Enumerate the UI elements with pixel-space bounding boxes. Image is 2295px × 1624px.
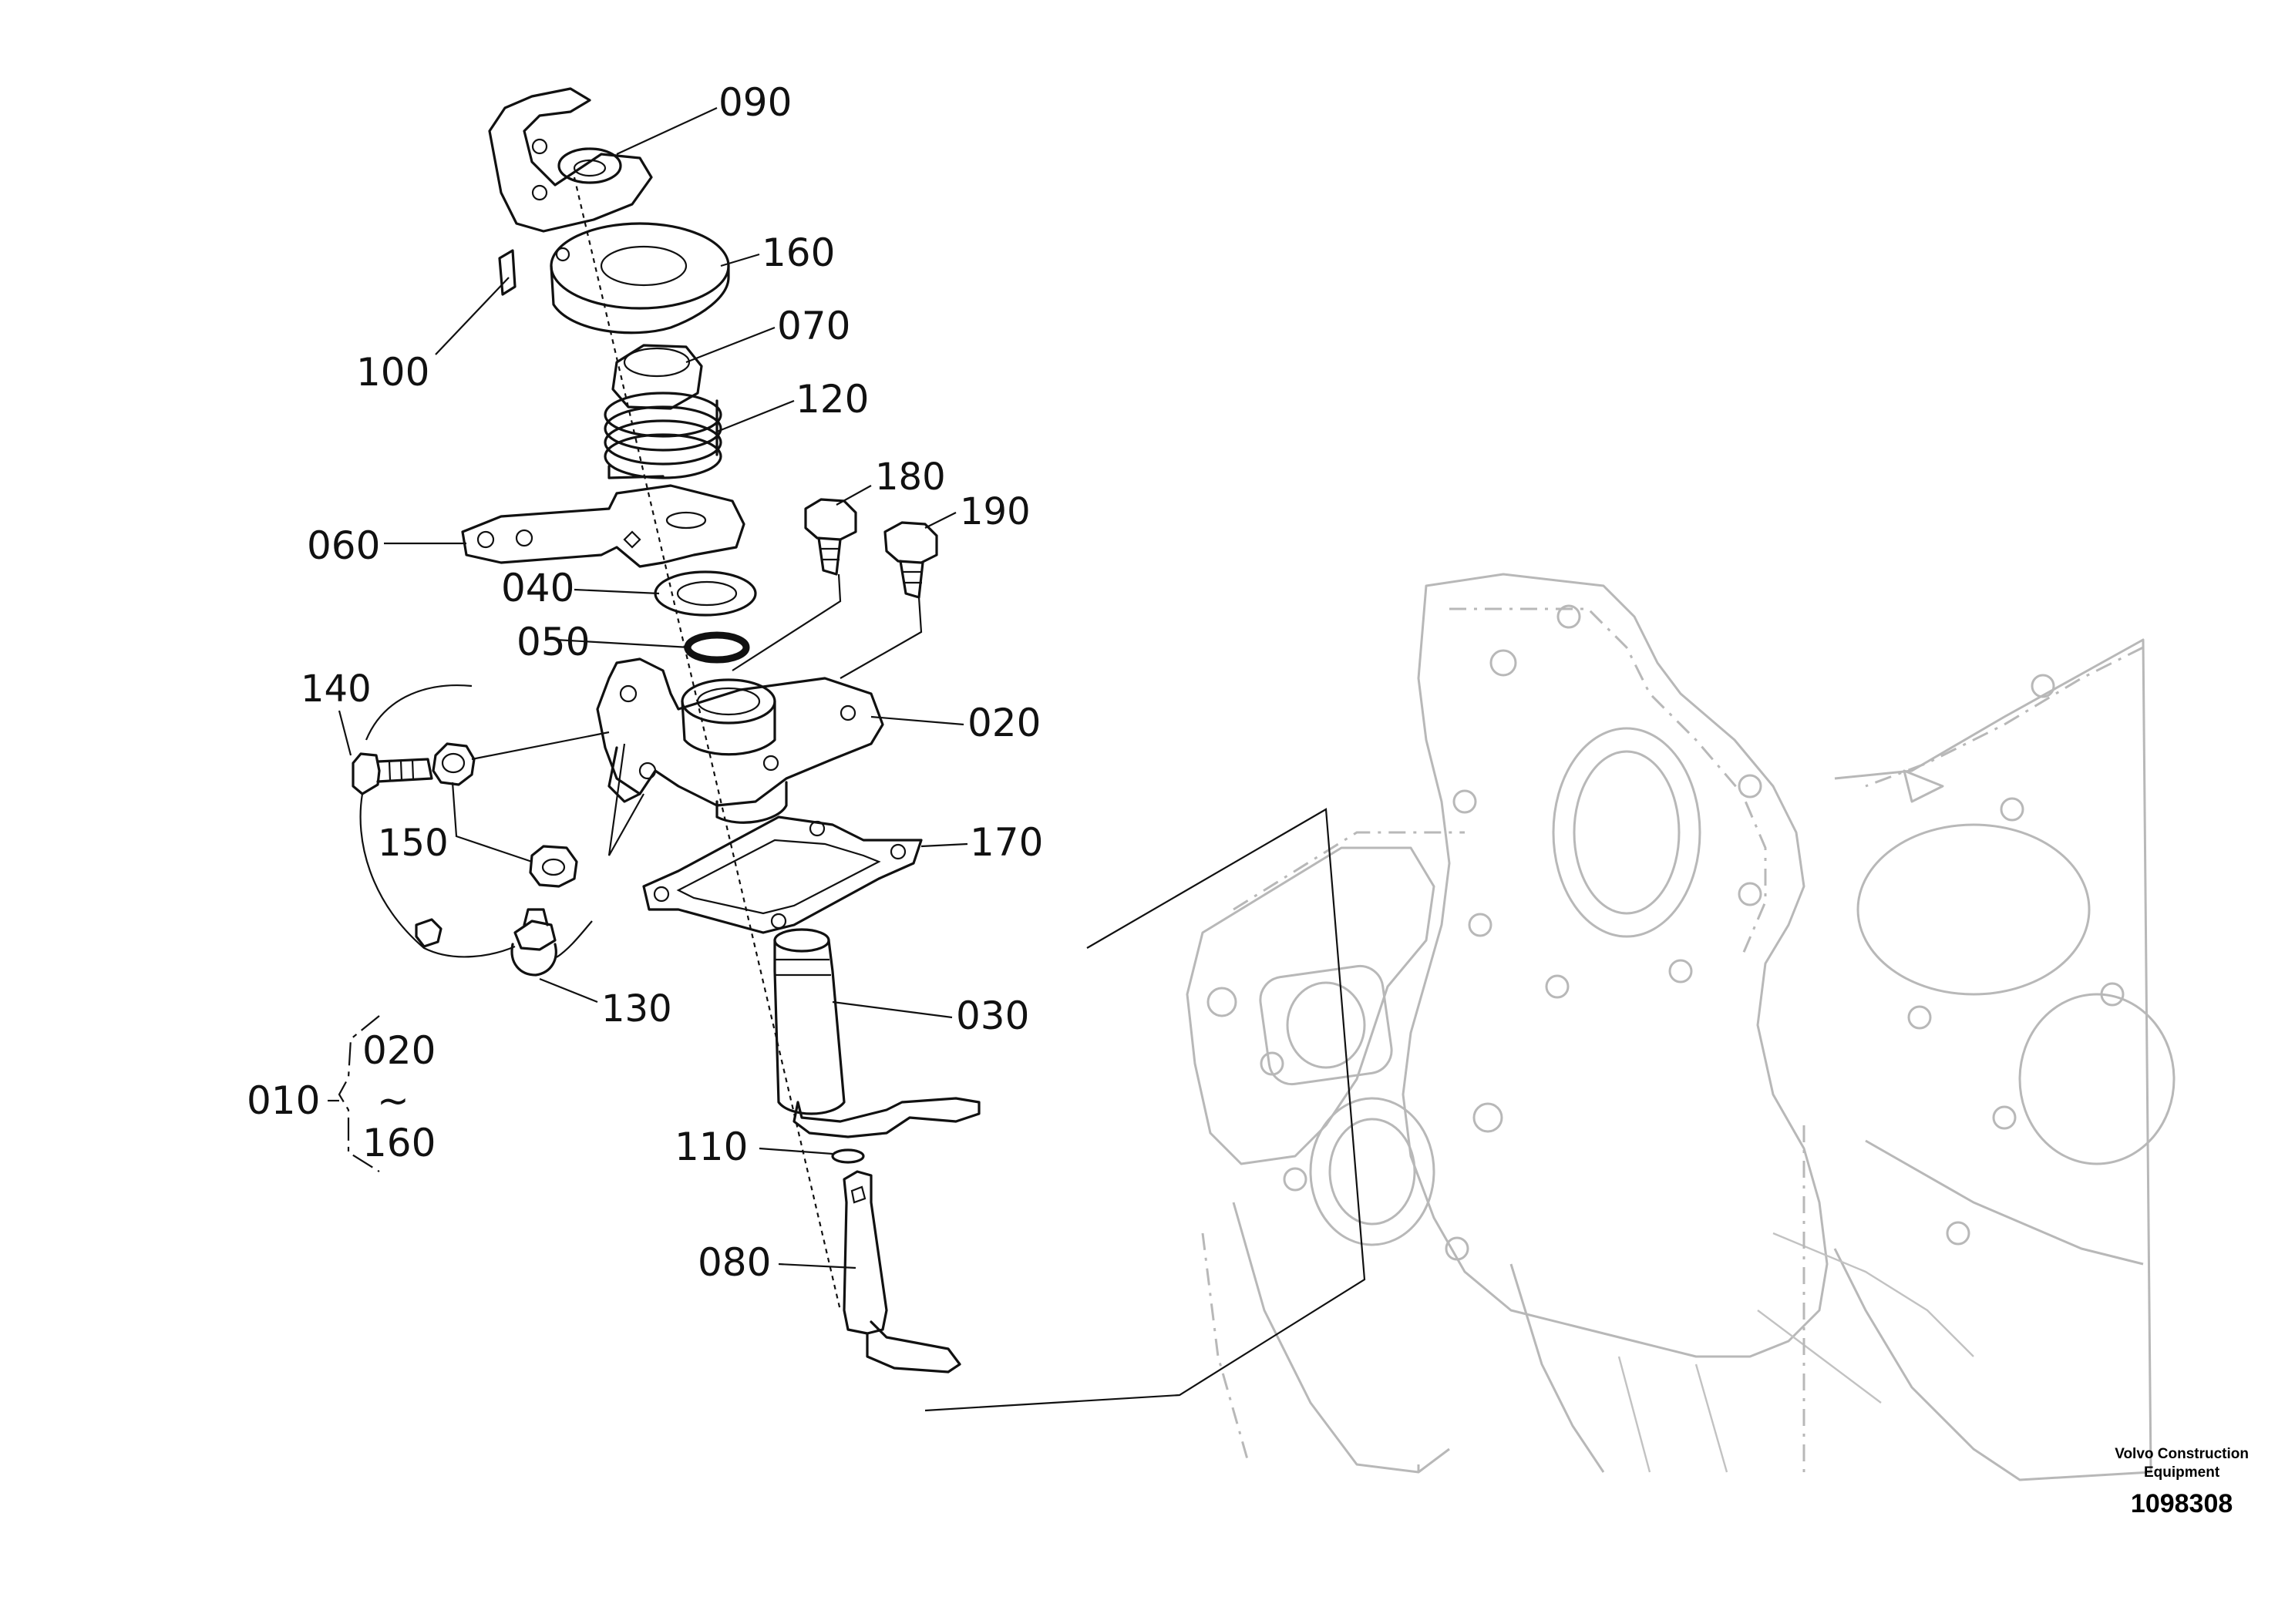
drawing-number: 1098308 bbox=[2130, 1489, 2233, 1518]
bolt-path-lower bbox=[359, 793, 516, 958]
bracket-guide bbox=[607, 743, 644, 856]
label-060: 060 bbox=[307, 523, 380, 568]
label-150: 150 bbox=[378, 822, 449, 865]
label-050: 050 bbox=[517, 620, 590, 664]
label-070: 070 bbox=[777, 304, 850, 348]
label-030: 030 bbox=[956, 994, 1029, 1038]
label-120: 120 bbox=[796, 377, 869, 422]
part-160-collar bbox=[550, 222, 730, 335]
part-150-nut bbox=[529, 845, 578, 888]
part-110-clip bbox=[831, 1148, 865, 1164]
part-cap bbox=[415, 918, 443, 948]
part-180-bolt bbox=[804, 498, 857, 576]
part-090-lever bbox=[488, 87, 653, 233]
part-050-o-ring bbox=[684, 631, 750, 664]
bolt-path-180 bbox=[732, 573, 842, 671]
part-100-pin bbox=[498, 249, 517, 296]
bolt-path-130 bbox=[556, 920, 593, 958]
bolt-path-190 bbox=[840, 597, 923, 679]
brand-name-line1: Volvo Construction bbox=[2115, 1446, 2249, 1462]
label-100: 100 bbox=[356, 350, 429, 395]
label-170: 170 bbox=[970, 820, 1043, 865]
assembly-range-end: 160 bbox=[362, 1121, 436, 1165]
brand-name-line2: Equipment bbox=[2144, 1464, 2220, 1481]
assembly-range-separator: ~ bbox=[377, 1078, 409, 1123]
part-190-bolt bbox=[883, 521, 938, 599]
label-040: 040 bbox=[501, 566, 574, 610]
label-130: 130 bbox=[601, 987, 672, 1031]
part-number-labels: 090 160 070 100 120 180 190 060 040 050 … bbox=[301, 80, 1043, 1285]
part-030-shaft bbox=[773, 928, 981, 1138]
part-120-spring bbox=[604, 392, 722, 479]
label-090: 090 bbox=[718, 80, 792, 125]
detail-callout-outline bbox=[924, 808, 1366, 1412]
bolt-path-upper bbox=[365, 684, 473, 741]
label-140: 140 bbox=[301, 667, 372, 711]
label-110: 110 bbox=[675, 1125, 748, 1169]
part-140-nut bbox=[432, 742, 476, 786]
engine-block-ghost bbox=[1186, 573, 2176, 1481]
part-170-gasket bbox=[642, 815, 923, 934]
part-080-shaft bbox=[843, 1170, 961, 1374]
nut-path-140 bbox=[471, 731, 610, 761]
assembly-parent-label: 010 bbox=[247, 1078, 320, 1123]
part-130-bolt bbox=[510, 908, 557, 977]
part-040-washer bbox=[654, 570, 757, 617]
label-190: 190 bbox=[960, 490, 1031, 533]
label-160: 160 bbox=[762, 230, 835, 275]
assembly-group-010: 010 020 ~ 160 bbox=[247, 1015, 436, 1172]
leader-lines bbox=[338, 107, 968, 1269]
assembly-range-start: 020 bbox=[362, 1028, 436, 1073]
nut-path-150 bbox=[451, 782, 533, 863]
part-140-bolt bbox=[352, 752, 433, 795]
label-020: 020 bbox=[967, 701, 1041, 745]
part-060-link-plate bbox=[461, 484, 745, 568]
label-080: 080 bbox=[698, 1240, 771, 1285]
publisher-block: Volvo Construction Equipment 1098308 bbox=[2115, 1445, 2249, 1521]
parts-lineart bbox=[352, 87, 981, 1374]
part-070-nut bbox=[611, 344, 703, 410]
label-180: 180 bbox=[875, 456, 946, 499]
part-020-housing bbox=[596, 657, 884, 824]
